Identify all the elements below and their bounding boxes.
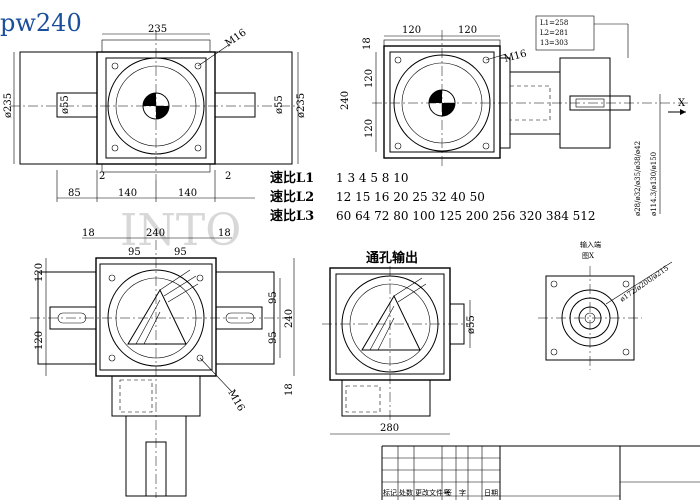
shaft-dims-a: ø28/ø32/ø35/ø38/ø42: [634, 141, 642, 216]
view-header-input: 输入端: [580, 240, 601, 249]
dim-18-b: 18: [218, 228, 231, 239]
thread-m16: M16: [225, 388, 246, 413]
title-block: 标记 处数 更改文件号 签 字 日期: [381, 445, 700, 500]
bolt-hole: [108, 354, 116, 362]
dim-95-d: 95: [268, 331, 279, 344]
bolt-hole: [550, 348, 558, 356]
leader-flange: [605, 261, 673, 305]
dim-120-a: 120: [402, 25, 421, 36]
flange-dims: ø172/ø200/ø215: [619, 264, 671, 304]
bottom-right-view: 输入端 图X ø172/ø200/ø215: [538, 240, 673, 370]
length-note-l3: 13=303: [540, 39, 568, 47]
dim-left-bore: ø55: [60, 95, 71, 114]
dim-95-b: 95: [174, 247, 187, 258]
dim-18: 18: [362, 37, 373, 50]
bottom-mid-view: 通孔输出 ø55 280: [322, 250, 477, 435]
drawing-title: pw240: [0, 9, 82, 37]
top-right-view: 120 120 18 240 120 120 M16 L1=258 L2=281…: [340, 15, 690, 216]
dim-120-a: 120: [34, 263, 45, 282]
thread-m16: M16: [223, 27, 248, 49]
ratio-values-l3: 60 64 72 80 100 125 200 256 320 384 512: [336, 209, 596, 223]
tb-col-change-doc: 更改文件号: [415, 488, 450, 497]
watermark: INTO: [120, 205, 241, 256]
dim-240-side: 240: [284, 309, 295, 328]
top-left-view: 235 M16 ø235 ø55 ø55 ø235 85 140 140 2 2: [3, 24, 307, 202]
left-side-plate: [19, 51, 98, 165]
bolt-hole: [196, 274, 204, 282]
bore-dia: ø55: [466, 315, 477, 334]
left-shaft: [56, 92, 98, 118]
bolt-hole: [482, 56, 490, 64]
bolt-hole: [394, 142, 402, 150]
length-note-l2: L2=281: [540, 29, 568, 37]
dim-240: 240: [340, 91, 351, 110]
ratio-values-l2: 12 15 16 20 25 32 40 50: [336, 190, 485, 204]
bolt-hole: [108, 274, 116, 282]
reducer-body: [341, 379, 431, 417]
dim-280: 280: [380, 423, 399, 434]
dim-95-a: 95: [128, 247, 141, 258]
dim-120-d: 120: [364, 119, 375, 138]
ratio-label-l3: 速比L3: [270, 208, 314, 224]
reducer-hidden: [119, 379, 153, 413]
dim-18-c: 18: [284, 383, 295, 396]
bevel-gear: [127, 269, 199, 345]
length-note-l1: L1=258: [540, 19, 568, 27]
bolt-hole: [196, 354, 204, 362]
bolt-hole: [622, 348, 630, 356]
dim-18-a: 18: [82, 228, 95, 239]
reducer-hidden: [345, 385, 381, 413]
reducer-hidden: [509, 85, 551, 121]
dim-2-right: 2: [225, 171, 231, 182]
arrowhead: [680, 109, 686, 115]
tb-col-char: 字: [459, 488, 466, 497]
bolt-hole: [482, 142, 490, 150]
shaft-dims-b: ø114.3/ø130/ø150: [650, 152, 658, 216]
dim-2-left: 2: [99, 171, 105, 182]
tb-col-date: 日期: [484, 489, 498, 497]
bolt-hole: [194, 62, 202, 70]
right-shaft: [214, 92, 256, 118]
view-header-x: 图X: [582, 252, 594, 260]
dim-85: 85: [68, 188, 81, 199]
dim-120-c: 120: [364, 69, 375, 88]
dim-120-b: 120: [458, 25, 477, 36]
center-symbol: [428, 89, 456, 117]
bottom-left-view: 18 240 18 95 95 120 120 95 95 240 M16 18: [30, 228, 295, 498]
leader-m16: [485, 53, 507, 61]
bolt-hole: [111, 62, 119, 70]
ratio-table: 速比L1 1 3 4 5 8 10 速比L2 12 15 16 20 25 32…: [270, 170, 596, 224]
bevel-gear: [361, 277, 427, 351]
length-note-box: [535, 15, 595, 51]
bolt-hole: [194, 144, 202, 152]
dim-right-dia: ø235: [296, 93, 307, 118]
leader-m16: [199, 357, 233, 393]
ratio-values-l1: 1 3 4 5 8 10: [336, 171, 409, 185]
dim-left-dia: ø235: [3, 93, 14, 118]
section-mark: X: [678, 98, 686, 109]
dim-240: 240: [146, 228, 165, 239]
thread-m16: M16: [503, 48, 528, 65]
dim-95-c: 95: [268, 291, 279, 304]
tb-col-mark: 标记: [383, 488, 397, 497]
tb-col-sign: 签: [445, 488, 452, 497]
tb-col-count: 处数: [399, 488, 413, 497]
leader-m16: [197, 43, 231, 67]
bolt-hole: [111, 144, 119, 152]
through-bore-caption: 通孔输出: [366, 250, 418, 266]
bolt-hole: [394, 56, 402, 64]
dim-235: 235: [148, 24, 167, 35]
dim-120-b: 120: [34, 331, 45, 350]
ratio-label-l2: 速比L2: [270, 189, 314, 205]
bolt-hole: [622, 280, 630, 288]
bolt-hole: [550, 280, 558, 288]
ratio-label-l1: 速比L1: [270, 170, 314, 186]
dim-right-bore: ø55: [274, 95, 285, 114]
dim-140-right: 140: [178, 188, 197, 199]
dim-140-left: 140: [118, 188, 137, 199]
